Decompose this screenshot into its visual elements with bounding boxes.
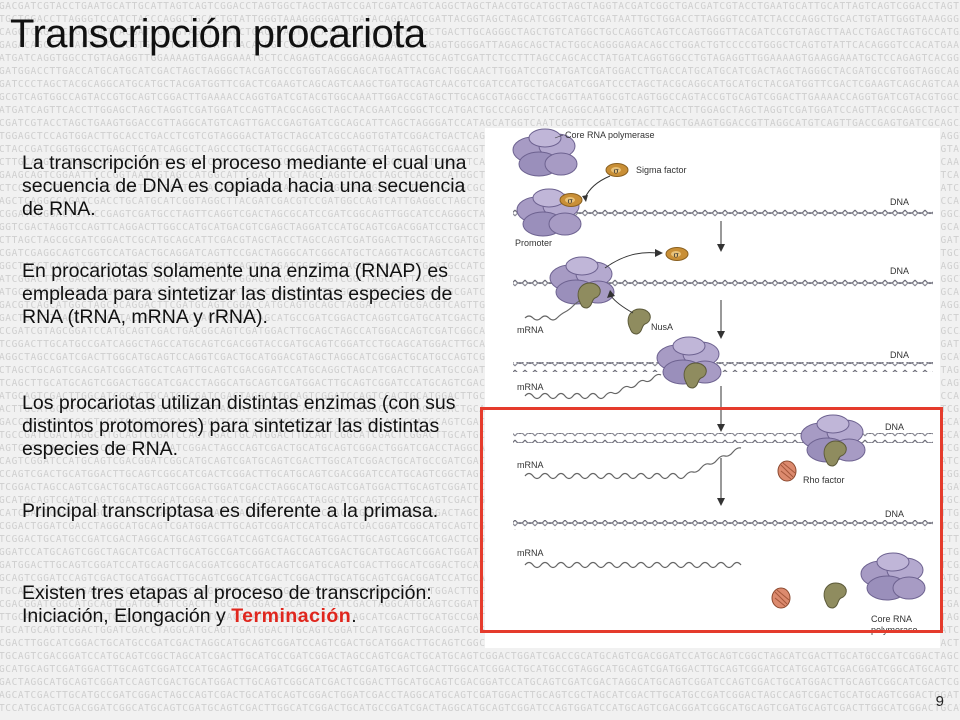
mrna-strand-5 (524, 561, 742, 569)
label-dna-2: DNA (890, 266, 909, 276)
sequence-row: GCAATGATCAGTTCACCTTGGAGCTAGCTAGGTCGATGGA… (0, 105, 960, 116)
label-mrna-4: mRNA (517, 460, 544, 470)
paragraph-primasa: Principal transcriptasa es diferente a l… (22, 500, 439, 522)
dna-strand-1 (513, 209, 933, 219)
label-dna-1: DNA (890, 197, 909, 207)
dna-strand-2 (513, 278, 933, 288)
sequence-row: GGGGAGACAGCCTGGACTGTCCCCGTGGGCTCAGTGTATT… (0, 40, 960, 51)
label-mrna-3: mRNA (517, 382, 544, 392)
sequence-row: TTCCGATCGTACCTAGCTGAAGTGGACCGTTAGGCATGTC… (0, 118, 960, 129)
sequence-row: GATCCGATCGTAGCGGATCCATGCAGTCGACTGACGGCAG… (0, 326, 960, 337)
paragraph-rnap: En procariotas solamente una enzima (RNA… (22, 260, 453, 328)
sequence-row: ATGGCGTCAGTGGCCAGTACCGTGCAGTCGGACTTGAAAA… (0, 92, 960, 103)
page-number: 9 (935, 693, 944, 710)
sequence-row: TAGGCATGCAGTCGATGGACTTGCAGTCGGATCCATGCAG… (0, 664, 960, 675)
sequence-row: GATCTACCGATCGGTGGCCTGAGCTGCATCAGGCTCAGCC… (0, 144, 960, 155)
sequence-row: GCTGACGATCGTACCTGAATGCATTGCATTAGTCAGTCGG… (0, 1, 960, 12)
sigma-symbol-3: σ (674, 251, 680, 260)
dna-strand-4 (513, 433, 933, 443)
etapas-period: . (351, 605, 357, 627)
sequence-row: AGTCGATCGAGGCAGTCGGTCCATGACTGCAGGATCAGTT… (0, 248, 960, 259)
paragraph-definition: La transcripción es el proceso mediante … (22, 152, 467, 220)
transcription-figure: Core RNA polymerase σ Sigma factor DNA σ… (485, 128, 940, 648)
sequence-row: GGCATGCTCAGGACTAGCTTGCAGTCGACCGATGGTACCG… (0, 287, 960, 298)
arrow-sigma-binding (584, 175, 611, 199)
sequence-row: ATCGACTAGGCATGCAGTCGGATCCAGTCGACTGCATGGA… (0, 677, 960, 688)
sequence-row: TCGATGCAGTCGACTTGGCATCGGACTGCATGCCGATCGA… (0, 391, 960, 402)
sequence-row: TCGGACTGCAGTCAGCTGGACTTACGATGGCATCGACCTG… (0, 313, 960, 324)
slide-title: Transcripción procariota (10, 12, 426, 56)
sequence-row: AGTCGACTTGGCATCGGACTGCATGCCGATCGACTAGGCA… (0, 638, 960, 649)
sequence-row: TGCCAGGTCAGTCCAGTGGGTTACGATCCGTGTAGCTTAA… (0, 27, 960, 38)
label-rho-factor: Rho factor (803, 475, 845, 485)
sequence-row: CAGTCGGACTTGCATGCCGATCAGGCTAGCCATGCAGTCG… (0, 339, 960, 350)
sequence-row: TGCAGGCTAGCCGATCGACTTGGCATGCAGTCCAGGTCGA… (0, 352, 960, 363)
sequence-row: TGCATCGGACTTACGACCGTAGCAGGTCAGCTCGGATCCA… (0, 274, 960, 285)
label-dna-5: DNA (885, 509, 904, 519)
sequence-row: TTCCGGATCCGGACTGTACCGAGTCGATGCCTAGTTCAGG… (0, 209, 960, 220)
label-sigma-factor: Sigma factor (636, 165, 687, 175)
sequence-row: GGACTAGCTGCAGTCGACGATCGGCATGCTCAGTTGCAGT… (0, 365, 960, 376)
sequence-row: CAATGGAGCTCCAGTGGACTTGCACCTGACCTCGTCGTAG… (0, 131, 960, 142)
sigma-symbol-2: σ (568, 197, 574, 206)
label-promoter: Promoter (515, 238, 552, 248)
label-core-rna: Core RNA (871, 614, 912, 624)
sequence-row: CTAGGCTAGCTCAGCATTGCATCGACTCGGCAGTTGCTAG… (0, 261, 960, 272)
transcription-diagram: Core RNA polymerase σ Sigma factor DNA σ… (512, 128, 933, 635)
dna-strand-5 (513, 520, 933, 530)
label-core-rna-polymerase: Core RNA polymerase (565, 130, 655, 140)
sigma-symbol-1: σ (614, 167, 620, 176)
nusa-bound (577, 282, 601, 309)
arrow-sigma-release (604, 252, 658, 269)
sequence-row: GCTAGCATCGACTTGCATGCCGATCGGACTAGCCAGTCGA… (0, 690, 960, 701)
sequence-row: CATGGTCGACTAGGTCCAGTTCAGGACTTGGCCATGCATG… (0, 222, 960, 233)
sequence-row: GGATCCATGCAGTCGACGGATCGGCATGCAGTCGATGCAG… (0, 703, 960, 714)
sequence-row: CCTATGATCAGGTGGCCTGTAGAGGTTGGAAAAGTGAAGG… (0, 53, 960, 64)
sequence-row: CCTGAAGCAGTCGGAATTCCCGGTAATCGTAGCCATGGCA… (0, 170, 960, 181)
label-dna-4: DNA (885, 422, 904, 432)
termination-highlight-box (480, 407, 943, 633)
label-nusa: NusA (651, 322, 673, 332)
sequence-row: GACCTTAGCTAGCGCGATCGGACTCGCATGCAGCATTCGA… (0, 235, 960, 246)
sequence-row: ACGTCAGCTTGCATGCAGTCGGACTGGCATCGACCTAGGC… (0, 378, 960, 389)
label-mrna-2: mRNA (517, 325, 544, 335)
paragraph-enzymes: Los procariotas utilizan distintas enzim… (22, 392, 456, 460)
sequence-row: TCGGATCCCTAGCTACGCAGGCATGCATGCTACGATGGTT… (0, 79, 960, 90)
nusa-free (627, 308, 651, 335)
mrna-strand-3 (524, 373, 662, 400)
label-mrna-5: mRNA (517, 548, 544, 558)
sequence-row: GCATGCAGTCGACGGATCCATGCAGTCGGCTAGCATCGAC… (0, 651, 960, 662)
arrow-nusa-binding (610, 295, 634, 314)
paragraph-etapas: Existen tres etapas al proceso de transc… (22, 582, 482, 628)
terminacion-highlight: Terminación (231, 605, 352, 627)
sequence-row: GCTAGCTCAGGCCAGATCGACCTGCATGCATCGGTAGGCT… (0, 196, 960, 207)
mrna-strand-4 (524, 447, 742, 480)
sequence-row: AGGCTCCATGCATGAGACTACCGGATGGACCTTGACATCG… (0, 183, 960, 194)
dna-strand-3 (513, 362, 933, 372)
mrna-strand-2 (524, 299, 582, 321)
nusa-elongation (683, 362, 707, 389)
sequence-row: TGACTTGCAGGCCATGCATGAATTCGGAGTACGGATCCTC… (0, 157, 960, 168)
sequence-row: AATTGCTGGACCTTAGGGTCCATCTACCCAGGCTGCACTG… (0, 14, 960, 25)
sequence-row: ACTGACGTCAGCATGGCTAGCGCAGGACTTCGATGCAGTC… (0, 300, 960, 311)
label-dna-3: DNA (890, 350, 909, 360)
sequence-row: ATCGATGGACCTTGACCATGCATGCATCGACTAGCTAGGG… (0, 66, 960, 77)
etapas-text: Existen tres etapas al proceso de transc… (22, 582, 432, 627)
